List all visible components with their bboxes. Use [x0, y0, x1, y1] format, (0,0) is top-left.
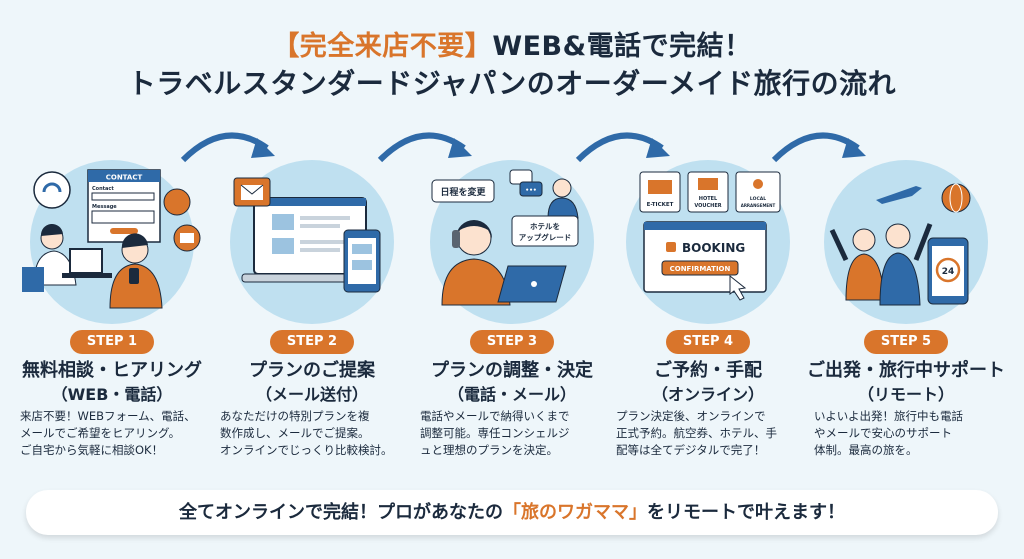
- svg-text:HOTEL: HOTEL: [699, 196, 718, 202]
- banner-text: 全てオンラインで完結！プロがあなたの: [179, 502, 503, 523]
- step-subtitle: （リモート）: [857, 385, 954, 404]
- svg-text:日程を変更: 日程を変更: [440, 186, 486, 198]
- arrow-icon: [377, 132, 472, 163]
- step-badge: STEP 2: [270, 330, 354, 354]
- svg-text:BOOKING: BOOKING: [682, 241, 745, 255]
- svg-text:E-TICKET: E-TICKET: [647, 202, 674, 208]
- step-title: ご出発・旅行中サポート: [807, 360, 1005, 381]
- arrow-icon: [575, 132, 670, 163]
- pointer-hand-icon: [729, 274, 747, 301]
- svg-text:ホテルを: ホテルを: [530, 222, 560, 231]
- step-description: 電話やメールで納得いくまで 調整可能。専任コンシェルジ ュと理想のプランを決定。: [420, 409, 570, 457]
- title-rest: WEB&電話で完結！: [492, 31, 752, 62]
- step-subtitle: （メール送付）: [255, 385, 368, 404]
- booking-illustration: E-TICKET HOTEL VOUCHER LOCAL ARRANGEMENT…: [639, 171, 781, 301]
- page-subtitle: トラベルスタンダードジャパンのオーダーメイド旅行の流れ: [127, 67, 897, 100]
- banner-highlight: 「旅のワガママ」: [503, 502, 647, 523]
- consultation-illustration: 日程を変更 ••• ホテルを アップグレード: [431, 169, 579, 306]
- speech-bubble: [431, 179, 495, 203]
- page-title: 【完全来店不要】WEB&電話で完結！: [0, 24, 1024, 63]
- footer-banner: 全てオンラインで完結！プロがあなたの「旅のワガママ」をリモートで叶えます！: [26, 490, 998, 535]
- svg-text:VOUCHER: VOUCHER: [694, 203, 721, 209]
- step-subtitle: （オンライン）: [651, 385, 764, 404]
- step-title: ご予約・手配: [654, 360, 762, 381]
- step-badge: STEP 4: [666, 330, 750, 354]
- step-badge: STEP 1: [70, 330, 154, 354]
- phone-icon: [163, 188, 191, 216]
- step-badge: STEP 3: [470, 330, 554, 354]
- headset-icon: [33, 171, 71, 209]
- contact-illustration: CONTACT Contact Message: [22, 169, 201, 309]
- svg-text:ARRANGEMENT: ARRANGEMENT: [741, 203, 776, 208]
- step-title: 無料相談・ヒアリング: [22, 360, 202, 381]
- svg-text:アップグレード: アップグレード: [519, 232, 572, 242]
- step-badge: STEP 5: [864, 330, 948, 354]
- browser-window: [643, 221, 767, 293]
- travel-support-illustration: 24: [829, 183, 971, 306]
- svg-text:LOCAL: LOCAL: [750, 196, 766, 202]
- lock-icon: [666, 242, 676, 252]
- support-24-icon: 24: [942, 267, 955, 277]
- svg-text:•••: •••: [525, 187, 537, 194]
- step-subtitle: （WEB・電話）: [51, 385, 173, 404]
- step-description: あなただけの特別プランを複 数作成し、メールでご提案。 オンラインでじっくり比較…: [220, 409, 393, 457]
- step-description: プラン決定後、オンラインで 正式予約。航空券、ホテル、手 配等は全てデジタルで完…: [616, 409, 777, 457]
- form-field-label: Contact: [92, 186, 114, 192]
- step-description: 来店不要！WEBフォーム、電話、 メールでご希望をヒアリング。 ご自宅から気軽に…: [20, 409, 196, 457]
- proposal-illustration: [233, 177, 381, 293]
- airplane-icon: [876, 186, 922, 204]
- step-subtitle: （電話・メール）: [447, 385, 576, 404]
- svg-text:CONFIRMATION: CONFIRMATION: [670, 265, 731, 273]
- laptop-icon: [69, 248, 103, 274]
- banner-text: をリモートで叶えます！: [647, 502, 845, 523]
- globe-icon: [941, 183, 971, 213]
- step-title: プランの調整・決定: [431, 360, 593, 381]
- step-title: プランのご提案: [249, 360, 375, 381]
- title-highlight: 【完全来店不要】: [272, 31, 493, 62]
- arrow-icon: [180, 132, 275, 163]
- local-arrangement-card: [735, 171, 781, 213]
- arrow-icon: [771, 132, 866, 163]
- form-title: CONTACT: [106, 174, 143, 182]
- speech-bubble: [511, 215, 579, 247]
- form-field-label: Message: [92, 204, 117, 210]
- step-description: いよいよ出発！旅行中も電話 やメールで安心のサポート 体制。最高の旅を。: [814, 409, 964, 457]
